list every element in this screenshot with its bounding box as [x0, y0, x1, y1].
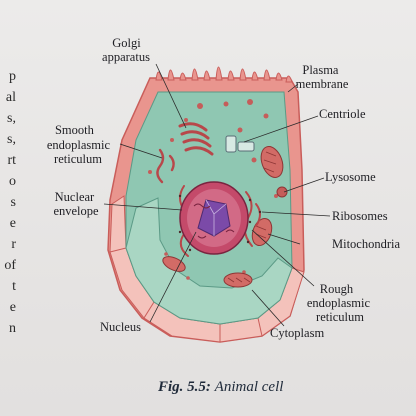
body-text-line: t — [12, 279, 16, 294]
nuclear-envelope-label: Nuclear envelope — [53, 190, 99, 218]
cytoplasm-label: Cytoplasm — [270, 326, 324, 340]
lysosome-label: Lysosome — [325, 170, 376, 184]
body-text-line: of — [4, 258, 16, 273]
body-text-line: e — [9, 300, 16, 315]
rough-er-ribosomes — [178, 194, 262, 252]
golgi-apparatus — [178, 122, 214, 156]
body-text-line: s, — [7, 132, 16, 147]
figure-number: Fig. 5.5: — [158, 379, 211, 395]
nucleus-label: Nucleus — [100, 320, 141, 334]
chromatin — [193, 203, 235, 239]
body-text-line: s — [10, 195, 16, 210]
golgi-label: Golgi apparatus — [102, 36, 150, 64]
rough-er-label: Rough endoplasmic reticulum — [307, 282, 373, 324]
cut-face-segments — [109, 247, 263, 342]
plasma-membrane-label: Plasma membrane — [296, 63, 349, 91]
microvilli — [155, 66, 293, 83]
body-text-line: p — [9, 69, 16, 84]
body-text-line: r — [11, 237, 16, 252]
body-text-line: e — [9, 216, 16, 231]
smooth-er-label: Smooth endoplasmic reticulum — [47, 123, 113, 166]
body-text-line: o — [9, 174, 16, 189]
mitochondria-label: Mitochondria — [332, 237, 400, 251]
body-text-line: al — [5, 90, 16, 105]
body-text-line: s, — [7, 111, 16, 126]
leader-lines — [103, 63, 331, 327]
body-text-line: rt — [7, 153, 16, 168]
figure-title: Animal cell — [214, 379, 284, 395]
body-text-line: n — [9, 321, 16, 336]
clipped-body-text: p al s, s, rt o s e r of t e n — [0, 66, 16, 339]
ribosomes-label: Ribosomes — [332, 209, 388, 223]
smooth-er — [156, 148, 175, 184]
centriole-label: Centriole — [319, 107, 366, 121]
mitochondria — [162, 146, 284, 288]
figure-caption: Fig. 5.5: Animal cell — [158, 379, 283, 396]
nucleus — [179, 181, 249, 255]
centriole — [225, 135, 255, 153]
lysosome — [276, 186, 288, 198]
